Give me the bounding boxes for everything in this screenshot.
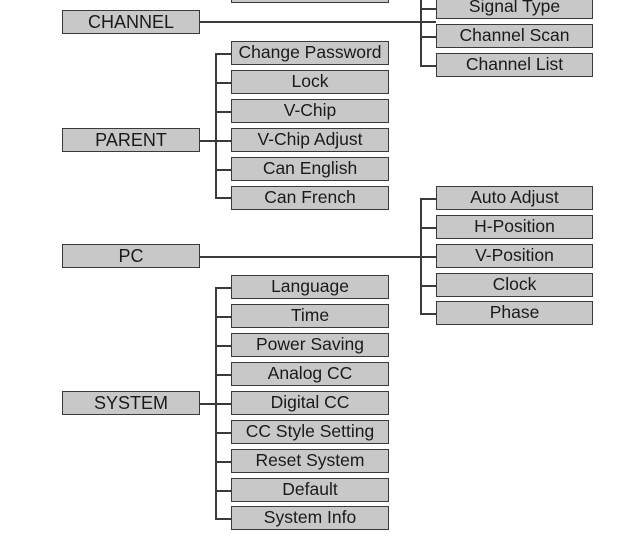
connector-channel-main (200, 21, 436, 23)
menu-item-language: Language (231, 275, 389, 299)
connector-pc-tick (420, 285, 436, 287)
connector-parent-tick (215, 169, 231, 171)
menu-item-can-english: Can English (231, 157, 389, 181)
category-box-pc: PC (62, 244, 200, 268)
connector-system-tick (215, 518, 231, 520)
menu-item-auto-adjust: Auto Adjust (436, 186, 593, 210)
menu-item-channel-scan: Channel Scan (436, 24, 593, 48)
menu-item-system-info: System Info (231, 506, 389, 530)
connector-system-tick (215, 374, 231, 376)
menu-item-h-position: H-Position (436, 215, 593, 239)
menu-item-power-saving: Power Saving (231, 333, 389, 357)
connector-channel-tick (420, 8, 436, 10)
menu-item-v-chip-adjust: V-Chip Adjust (231, 128, 389, 152)
connector-channel-spine (420, 0, 422, 66)
menu-item-change-password: Change Password (231, 41, 389, 65)
connector-parent-spine (215, 53, 217, 198)
category-box-system: SYSTEM (62, 391, 200, 415)
menu-item-channel-list: Channel List (436, 53, 593, 77)
connector-pc-tick (420, 227, 436, 229)
connector-system-tick (215, 287, 231, 289)
connector-parent-tick (215, 82, 231, 84)
menu-item-v-position: V-Position (436, 244, 593, 268)
connector-pc-spine (420, 198, 422, 314)
connector-parent-tick (215, 111, 231, 113)
menu-item-time: Time (231, 304, 389, 328)
menu-item-digital-cc: Digital CC (231, 391, 389, 415)
connector-channel-tick (420, 36, 436, 38)
connector-parent-tick (215, 197, 231, 199)
connector-system-tick (215, 345, 231, 347)
menu-item-can-french: Can French (231, 186, 389, 210)
connector-pc-tick (420, 313, 436, 315)
menu-item-analog-cc: Analog CC (231, 362, 389, 386)
category-box-parent: PARENT (62, 128, 200, 152)
connector-channel-tick (420, 65, 436, 67)
menu-item-cc-style-setting: CC Style Setting (231, 420, 389, 444)
connector-system-tick (215, 490, 231, 492)
menu-item-reset-system: Reset System (231, 449, 389, 473)
menu-item-signal-type: Signal Type (436, 0, 593, 19)
menu-item-phase: Phase (436, 301, 593, 325)
connector-parent-tick (215, 53, 231, 55)
menu-item-lock: Lock (231, 70, 389, 94)
menu-item-default: Default (231, 478, 389, 502)
connector-pc-main (200, 256, 436, 258)
connector-system-tick (215, 316, 231, 318)
connector-system-spine (215, 287, 217, 519)
menu-item-v-chip: V-Chip (231, 99, 389, 123)
connector-pc-tick (420, 198, 436, 200)
menu-item-clock: Clock (436, 273, 593, 297)
connector-system-tick (215, 461, 231, 463)
category-box-channel: CHANNEL (62, 10, 200, 34)
connector-system-tick (215, 432, 231, 434)
menu-box-partial-top (231, 0, 389, 3)
